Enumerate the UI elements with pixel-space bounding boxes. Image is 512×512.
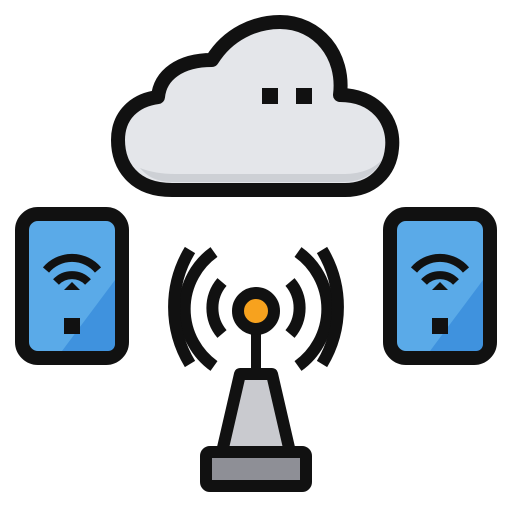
wifi-icon (410, 253, 470, 285)
tower-base (200, 446, 312, 492)
cloud-dot-left (262, 88, 278, 104)
antenna-beacon (232, 287, 280, 335)
wave-left-outer (168, 246, 196, 368)
cloud-shape (111, 15, 400, 197)
phone-left (15, 207, 129, 365)
cloud-shadow (140, 160, 382, 182)
wave-left-middle (178, 247, 218, 371)
signal-waves-icon (168, 246, 344, 371)
wifi-icon (42, 253, 102, 285)
phone-right (383, 207, 497, 365)
wave-left-inner (206, 278, 227, 338)
cloud-icon (111, 15, 400, 197)
antenna-tower-icon (200, 287, 312, 492)
tower-body (216, 368, 296, 458)
wifi-dot (64, 282, 80, 290)
phone-left-button (64, 318, 80, 334)
wave-right-inner (285, 278, 306, 338)
wave-right-middle (294, 247, 334, 371)
phone-right-button (432, 318, 448, 334)
wave-right-outer (316, 246, 344, 368)
wifi-dot (432, 282, 448, 290)
cloud-dot-right (296, 88, 312, 104)
